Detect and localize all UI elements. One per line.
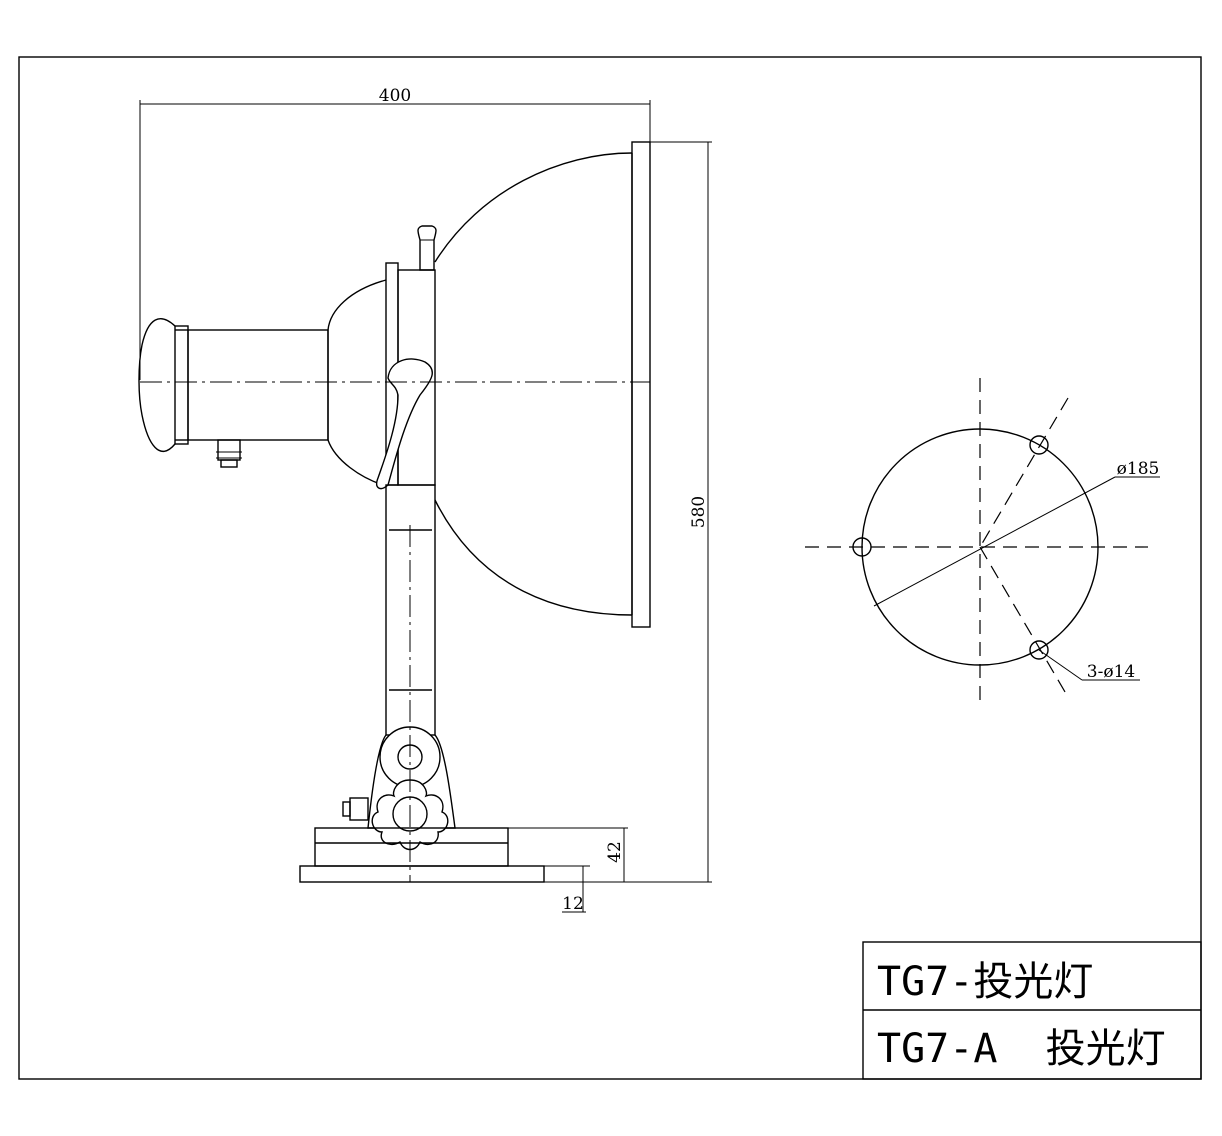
floodlight-side-view: [138, 141, 651, 883]
front-lens-ring: [631, 141, 651, 628]
base-gland-tip: [342, 801, 351, 817]
title-row-1: TG7-投光灯: [877, 959, 1093, 1005]
flange-diag-axis-lower: [979, 546, 1069, 698]
top-knob: [417, 225, 437, 271]
flange-diag-axis-upper: [979, 397, 1069, 548]
mounting-hole-top: [1029, 435, 1049, 455]
title-block: TG7-投光灯 TG7-A 投光灯: [862, 941, 1202, 1080]
dim-12-text: 12: [562, 894, 584, 914]
drawing-border: [18, 56, 1202, 1080]
flange-view: ø185 3-ø14: [805, 378, 1160, 705]
cable-gland-tip: [220, 459, 238, 468]
reflector-dome: [434, 152, 633, 263]
rear-housing-dome: [327, 279, 387, 487]
dim-400-text: 400: [379, 86, 411, 106]
side-view-dimensions: 400 580 42 12: [139, 86, 712, 914]
neck-cylinder: [187, 329, 329, 441]
cable-gland: [217, 439, 241, 461]
dia-185-leader: [873, 476, 1116, 607]
mounting-hole-bottom: [1029, 640, 1049, 660]
dim-42-text: 42: [605, 841, 625, 863]
dim-580-text: 580: [689, 496, 709, 528]
mounting-hole-left: [852, 537, 872, 557]
reflector-dome-lower: [434, 499, 633, 616]
base-gland: [349, 797, 369, 821]
tilt-handle: [376, 358, 433, 490]
rear-cap: [138, 318, 176, 452]
hole-leader: [1038, 649, 1083, 681]
title-row-2: TG7-A 投光灯: [877, 1026, 1166, 1072]
hole-text: 3-ø14: [1087, 662, 1135, 682]
base-plate: [299, 865, 545, 883]
neck-flange: [174, 325, 189, 445]
dia-185-text: ø185: [1117, 459, 1160, 479]
